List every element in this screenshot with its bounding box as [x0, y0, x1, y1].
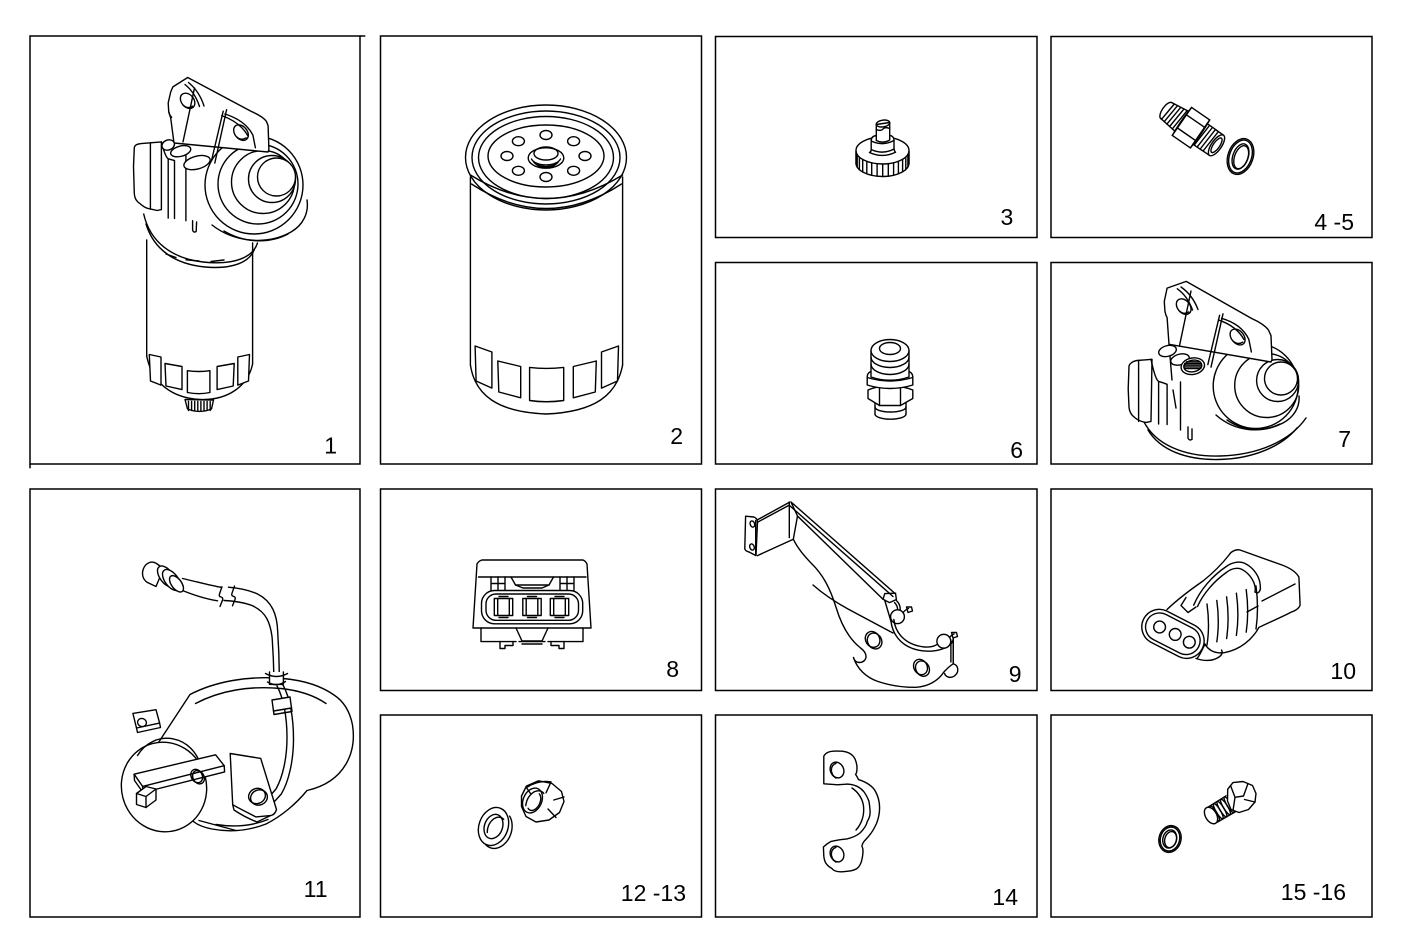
svg-text:3: 3	[1001, 204, 1014, 230]
svg-text:12 -13: 12 -13	[621, 880, 686, 906]
svg-text:9: 9	[1009, 661, 1022, 687]
svg-text:11: 11	[304, 876, 328, 902]
svg-text:8: 8	[666, 656, 679, 682]
svg-text:7: 7	[1338, 426, 1351, 452]
svg-text:14: 14	[992, 884, 1018, 910]
svg-text:15 -16: 15 -16	[1281, 879, 1346, 905]
svg-text:2: 2	[670, 423, 683, 449]
svg-text:1: 1	[324, 433, 337, 459]
svg-text:10: 10	[1330, 658, 1356, 684]
svg-text:6: 6	[1010, 437, 1023, 463]
svg-text:4 -5: 4 -5	[1314, 209, 1354, 235]
